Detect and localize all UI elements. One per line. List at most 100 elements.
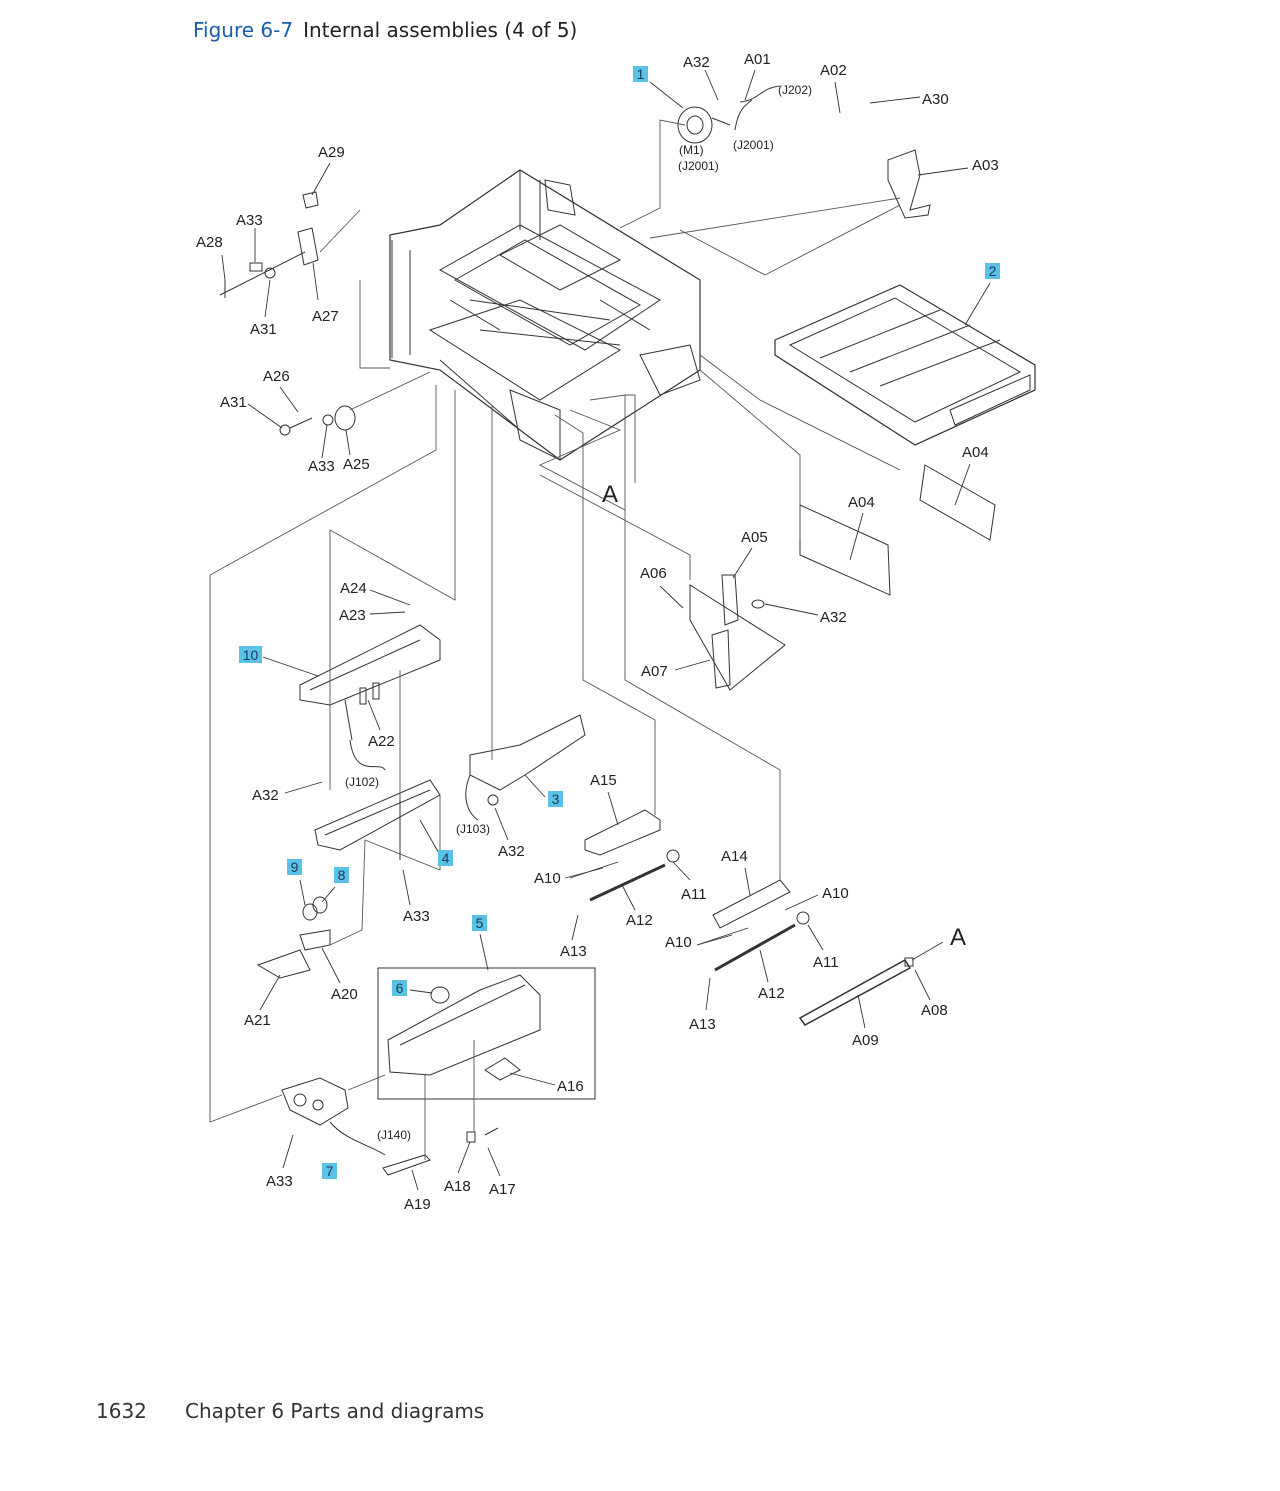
label-a25: A25 bbox=[343, 456, 370, 473]
label-a32: A32 bbox=[498, 843, 525, 860]
label-j202: (J202) bbox=[778, 83, 812, 97]
label-a26: A26 bbox=[263, 368, 290, 385]
holder-a14-drawing bbox=[712, 879, 791, 929]
label-a10: A10 bbox=[822, 885, 849, 902]
pickup-assembly-5-drawing bbox=[377, 967, 596, 1100]
label-a31: A31 bbox=[220, 394, 247, 411]
label-a11: A11 bbox=[681, 886, 707, 903]
spring-a04-drawing bbox=[799, 464, 996, 596]
figure-title: Figure 6-7 Internal assemblies (4 of 5) bbox=[193, 18, 577, 42]
bracket-a03-drawing bbox=[887, 149, 931, 219]
figure-number: Figure 6-7 bbox=[193, 18, 294, 42]
label-a01: A01 bbox=[744, 51, 771, 68]
cartridge-tray-drawing bbox=[774, 284, 1036, 446]
callout-3: 3 bbox=[548, 791, 563, 807]
label-a03: A03 bbox=[972, 157, 999, 174]
chapter-title: Chapter 6 Parts and diagrams bbox=[185, 1399, 485, 1423]
label-a33: A33 bbox=[403, 908, 430, 925]
label-a32: A32 bbox=[252, 787, 279, 804]
roller-8-9-drawing bbox=[256, 896, 331, 979]
label-a07: A07 bbox=[641, 663, 668, 680]
roller-a09-drawing bbox=[798, 958, 912, 1026]
label-a06: A06 bbox=[640, 565, 667, 582]
label-j2001-top: (J2001) bbox=[733, 138, 774, 152]
ref-marker-a-right: A bbox=[950, 924, 966, 951]
lever-assembly-drawing bbox=[219, 191, 319, 298]
label-leaders bbox=[221, 69, 991, 1191]
label-a13: A13 bbox=[689, 1016, 716, 1033]
motor-m1-drawing bbox=[677, 85, 781, 144]
callout-7: 7 bbox=[322, 1163, 337, 1179]
sensor-a05-a07-drawing bbox=[689, 574, 786, 691]
label-a27: A27 bbox=[312, 308, 339, 325]
callout-markers: 1 2 3 4 5 6 7 8 9 10 bbox=[239, 66, 1000, 1179]
svg-text:7: 7 bbox=[326, 1163, 334, 1179]
gear-a25-drawing bbox=[279, 405, 356, 436]
label-a29: A29 bbox=[318, 144, 345, 161]
label-a15: A15 bbox=[590, 772, 617, 789]
svg-text:1: 1 bbox=[637, 66, 645, 82]
label-a14: A14 bbox=[721, 848, 748, 865]
svg-text:9: 9 bbox=[291, 859, 299, 875]
assembly-leader-lines bbox=[209, 119, 901, 1160]
svg-text:6: 6 bbox=[396, 980, 404, 996]
bracket-a19-drawing bbox=[382, 1154, 431, 1176]
label-a08: A08 bbox=[921, 1002, 948, 1019]
label-a28: A28 bbox=[196, 234, 223, 251]
label-a17: A17 bbox=[489, 1181, 516, 1198]
figure-caption: Internal assemblies (4 of 5) bbox=[303, 18, 578, 42]
shaft-a12-left-drawing bbox=[589, 863, 666, 902]
label-a10: A10 bbox=[665, 934, 692, 951]
label-a22: A22 bbox=[368, 733, 395, 750]
svg-text:2: 2 bbox=[989, 263, 997, 279]
ref-marker-a-center: A bbox=[602, 481, 618, 508]
label-a30: A30 bbox=[922, 91, 949, 108]
label-a19: A19 bbox=[404, 1196, 431, 1213]
label-a10: A10 bbox=[534, 870, 561, 887]
callout-2: 2 bbox=[985, 263, 1000, 279]
guide-4-drawing bbox=[314, 779, 441, 860]
label-a11: A11 bbox=[813, 954, 839, 971]
label-a33: A33 bbox=[308, 458, 335, 475]
callout-8: 8 bbox=[334, 867, 349, 883]
svg-text:10: 10 bbox=[243, 647, 259, 663]
page-number: 1632 bbox=[96, 1399, 147, 1423]
label-a02: A02 bbox=[820, 62, 847, 79]
label-j102: (J102) bbox=[345, 775, 379, 789]
holder-a15-drawing bbox=[584, 809, 661, 856]
label-a12: A12 bbox=[626, 912, 653, 929]
connector-labels: (J202) (J2001) (M1) (J2001) (J102) (J103… bbox=[345, 83, 812, 1142]
assembly-3-drawing bbox=[465, 714, 586, 821]
label-j140: (J140) bbox=[377, 1128, 411, 1142]
callout-10: 10 bbox=[239, 646, 262, 663]
svg-text:4: 4 bbox=[442, 850, 450, 866]
label-a13: A13 bbox=[560, 943, 587, 960]
label-a09: A09 bbox=[852, 1032, 879, 1049]
sensor-a18-drawing bbox=[466, 1131, 476, 1143]
part-labels: A32 A01 A02 A30 A03 A29 A33 A28 A27 A31 … bbox=[196, 51, 999, 1213]
label-a23: A23 bbox=[339, 607, 366, 624]
label-m1: (M1) bbox=[679, 143, 704, 157]
plate-10-drawing bbox=[299, 624, 441, 771]
roller-a11-right-drawing bbox=[796, 911, 810, 925]
roller-a11-left-drawing bbox=[666, 849, 680, 863]
label-j2001-bottom: (J2001) bbox=[678, 159, 719, 173]
label-a04: A04 bbox=[848, 494, 875, 511]
svg-text:3: 3 bbox=[552, 791, 560, 807]
label-a20: A20 bbox=[331, 986, 358, 1003]
label-a18: A18 bbox=[444, 1178, 471, 1195]
label-a33: A33 bbox=[236, 212, 263, 229]
label-j103: (J103) bbox=[456, 822, 490, 836]
callout-5: 5 bbox=[472, 915, 487, 931]
callout-6: 6 bbox=[392, 980, 407, 996]
label-a21: A21 bbox=[244, 1012, 271, 1029]
callout-4: 4 bbox=[438, 850, 453, 866]
callout-9: 9 bbox=[287, 859, 302, 875]
svg-text:8: 8 bbox=[338, 867, 346, 883]
label-a05: A05 bbox=[741, 529, 768, 546]
part-a08-drawing bbox=[904, 957, 914, 967]
label-a31: A31 bbox=[250, 321, 277, 338]
label-a24: A24 bbox=[340, 580, 367, 597]
svg-text:5: 5 bbox=[476, 915, 484, 931]
